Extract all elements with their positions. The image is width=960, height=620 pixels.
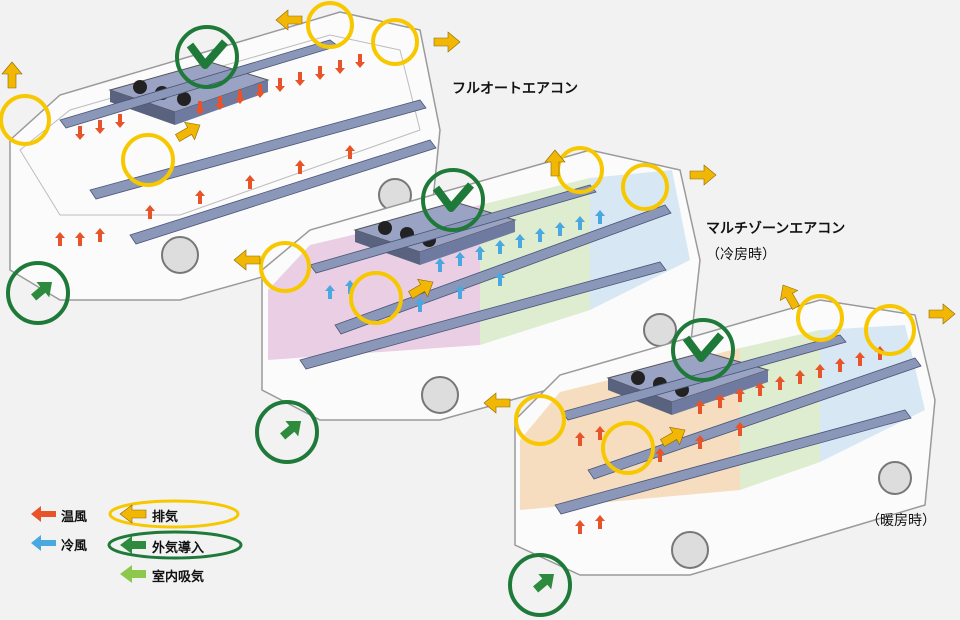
label-heating: （暖房時） <box>866 513 936 529</box>
cabin-intake-arrow-icon <box>120 565 146 583</box>
label-cooling: （冷房時） <box>706 247 776 263</box>
fresh-air-legend-ring <box>107 530 243 560</box>
legend-warm-air: 温風 <box>61 510 88 525</box>
legend-cool-air: 冷風 <box>61 539 88 554</box>
fresh-air-arrow-icon <box>120 536 146 554</box>
label-multi-zone: マルチゾーンエアコン <box>706 221 846 237</box>
legend-fresh-air-intake: 外気導入 <box>152 541 205 556</box>
warm-air-arrow-icon <box>31 506 56 522</box>
legend-exhaust: 排気 <box>152 510 179 525</box>
cool-air-arrow-icon <box>31 535 56 551</box>
bus-full-auto <box>0 1 461 325</box>
legend <box>31 499 243 583</box>
label-full-auto: フルオートエアコン <box>452 81 578 97</box>
bus-multi-zone-heating <box>483 279 956 617</box>
exhaust-legend-ring <box>108 499 240 529</box>
exhaust-arrow-icon <box>119 504 147 524</box>
bus-multi-zone-cooling <box>233 146 717 464</box>
legend-cabin-intake: 室内吸気 <box>152 570 205 585</box>
